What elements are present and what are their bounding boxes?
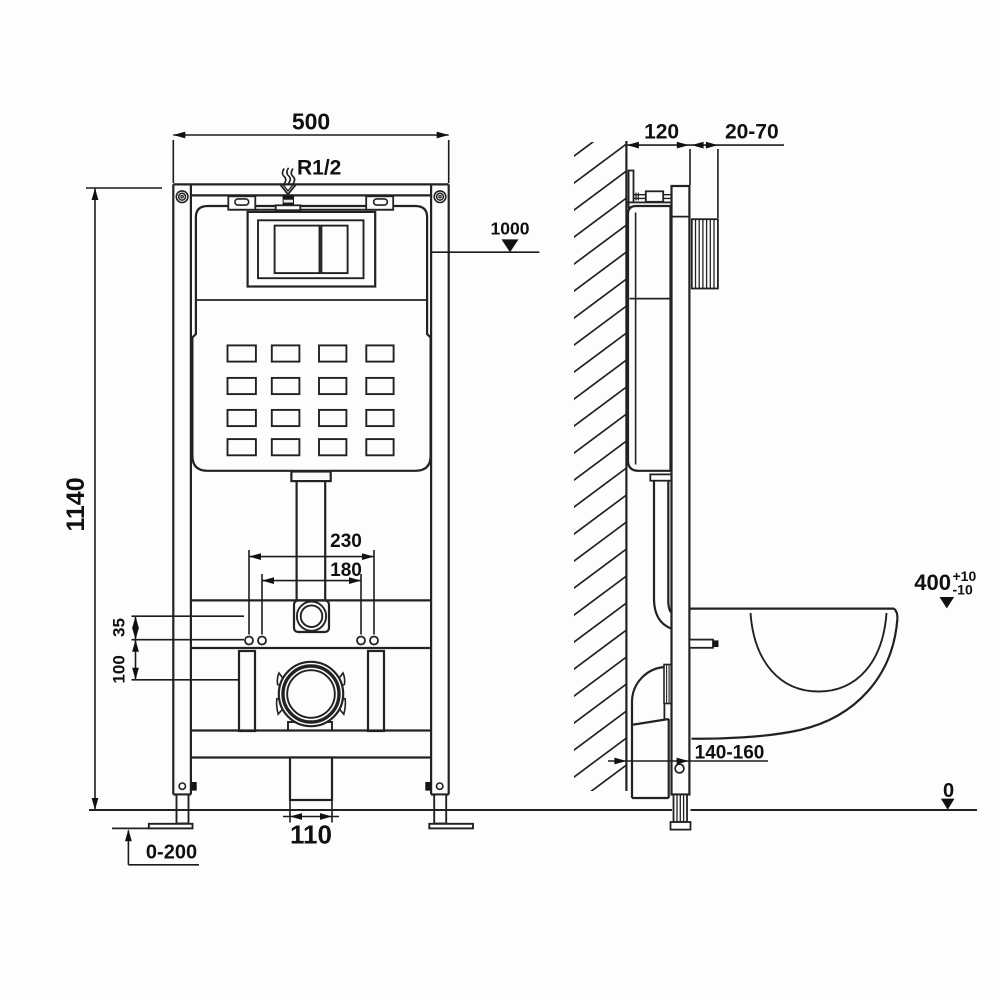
- label-foot-adjust: 0-200: [146, 842, 197, 864]
- label-fixing-inner: 180: [330, 560, 362, 581]
- label-offset-large: 100: [110, 655, 129, 683]
- waste-elbow-side: [630, 663, 673, 800]
- label-fixing-outer: 230: [330, 531, 362, 552]
- water-squiggle-icon: [281, 168, 287, 186]
- label-outlet-distance: 140-160: [695, 743, 765, 764]
- dim-frame-width: [172, 131, 450, 183]
- mounting-slot-right: [365, 195, 395, 211]
- dim-frame-height: [86, 187, 162, 810]
- label-plate-depth: 20-70: [725, 121, 779, 144]
- label-bowl-tol-plus: +10: [953, 568, 977, 584]
- label-frame-height: 1140: [62, 477, 90, 531]
- flush-plate-front: [246, 210, 377, 288]
- dim-plate-height: [432, 239, 540, 253]
- mounting-slot-left: [227, 195, 257, 211]
- side-view: [574, 141, 899, 831]
- frame-screw-top-right-icon: [433, 190, 447, 204]
- toilet-bowl-outline: [689, 607, 899, 740]
- label-offset-small: 35: [110, 618, 129, 637]
- front-view: [112, 167, 474, 830]
- dim-depths: [626, 141, 784, 218]
- label-bowl-height: 400: [914, 570, 951, 595]
- label-bowl-tol-minus: -10: [953, 582, 973, 598]
- dim-fixing-outer: [248, 550, 375, 635]
- post-screw-icon: [674, 763, 685, 774]
- dim-offsets: [131, 615, 244, 681]
- level-marker-400: [939, 597, 955, 609]
- water-inlet: [274, 167, 302, 212]
- bracket-nut: [644, 190, 665, 203]
- dim-fixing-inner: [261, 574, 362, 635]
- fixing-holes: [244, 635, 379, 646]
- wall-bracket: [627, 169, 673, 209]
- label-frame-width: 500: [292, 109, 330, 135]
- level-marker-0: [940, 798, 955, 810]
- label-water-inlet: R1/2: [297, 157, 341, 180]
- flush-button-small: [320, 224, 349, 275]
- waste-pipe-stub: [288, 756, 334, 802]
- frame-outline: [172, 183, 450, 796]
- label-frame-depth: 120: [644, 121, 679, 144]
- label-floor-level: 0: [943, 780, 954, 802]
- cistern-vent-grid: [226, 344, 395, 457]
- label-plate-height: 1000: [491, 219, 530, 239]
- bracket-plate-right: [366, 649, 386, 733]
- waste-outlet: [275, 660, 347, 732]
- flush-button-large: [273, 224, 321, 275]
- cistern-side: [626, 204, 672, 472]
- bowl-fixing-rod: [688, 638, 719, 649]
- dimension-labels: 500 R1/2 1000 1140 230 180 35 100 110 0-…: [62, 109, 976, 864]
- dim-foot-adjust: [125, 829, 199, 866]
- frame-screw-top-left-icon: [175, 190, 189, 204]
- bracket-plate-left: [237, 649, 257, 733]
- dim-outlet-distance: [608, 757, 768, 765]
- wall-hatch-icon: [574, 142, 627, 791]
- flush-plate-side: [690, 218, 719, 290]
- frame-post-side: [670, 184, 691, 796]
- dimensions: [86, 131, 977, 866]
- flush-pipe-side: [649, 473, 673, 630]
- side-foot: [669, 793, 692, 831]
- label-outlet-width: 110: [290, 820, 332, 850]
- flush-elbow-fitting: [292, 599, 331, 634]
- dim-outlet-width: [283, 800, 339, 823]
